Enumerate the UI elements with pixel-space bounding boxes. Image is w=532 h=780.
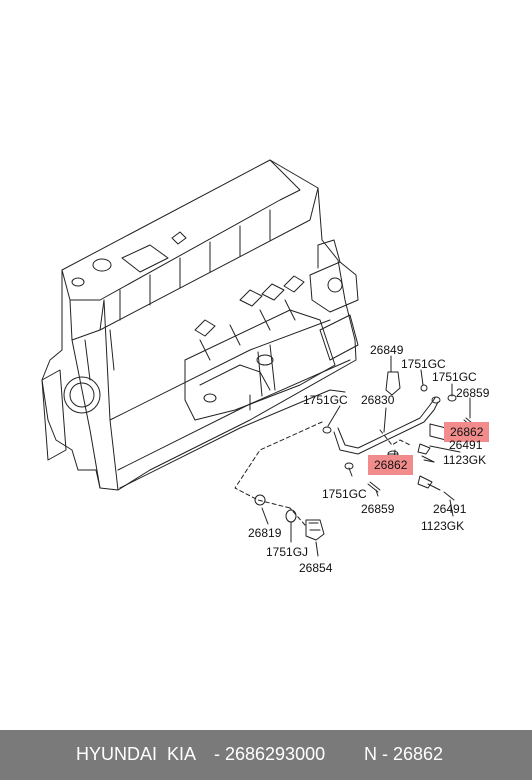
label-26859-b: 26859 bbox=[361, 502, 395, 516]
bracket-26849 bbox=[385, 371, 401, 396]
label-1751gc-d: 1751GC bbox=[322, 487, 367, 501]
label-26830: 26830 bbox=[361, 393, 395, 407]
oil-feed-pipe bbox=[337, 397, 436, 449]
label-26849: 26849 bbox=[370, 343, 404, 357]
footer-brand: HYUNDAI KIA bbox=[76, 744, 197, 764]
label-1123gk-a: 1123GK bbox=[443, 453, 487, 467]
label-26854: 26854 bbox=[299, 561, 333, 575]
label-26862-highlighted-b: 26862 bbox=[368, 455, 414, 475]
parts-diagram bbox=[41, 159, 479, 557]
footer-part-number: - 2686293000 bbox=[214, 744, 326, 764]
injection-pump bbox=[184, 309, 336, 421]
label-26491-a: 26491 bbox=[449, 438, 483, 452]
label-26819: 26819 bbox=[248, 526, 282, 540]
label-1751gc-c: 1751GC bbox=[303, 393, 348, 407]
footer-reference: N - 26862 bbox=[364, 744, 444, 764]
label-1123gk-b: 1123GK bbox=[421, 519, 465, 533]
label-26862-highlighted-a: 26862 bbox=[444, 422, 490, 442]
cylinder-head-top bbox=[61, 159, 301, 301]
engine-block-outline bbox=[41, 159, 357, 491]
label-1751gc-b: 1751GC bbox=[432, 370, 477, 384]
label-26859-a: 26859 bbox=[456, 386, 490, 400]
label-1751gc-a: 1751GC bbox=[401, 357, 446, 371]
label-1751gj: 1751GJ bbox=[266, 545, 309, 559]
label-26491-b: 26491 bbox=[433, 502, 467, 516]
part-number-footer: HYUNDAI KIA - 2686293000 N - 26862 bbox=[0, 730, 532, 780]
